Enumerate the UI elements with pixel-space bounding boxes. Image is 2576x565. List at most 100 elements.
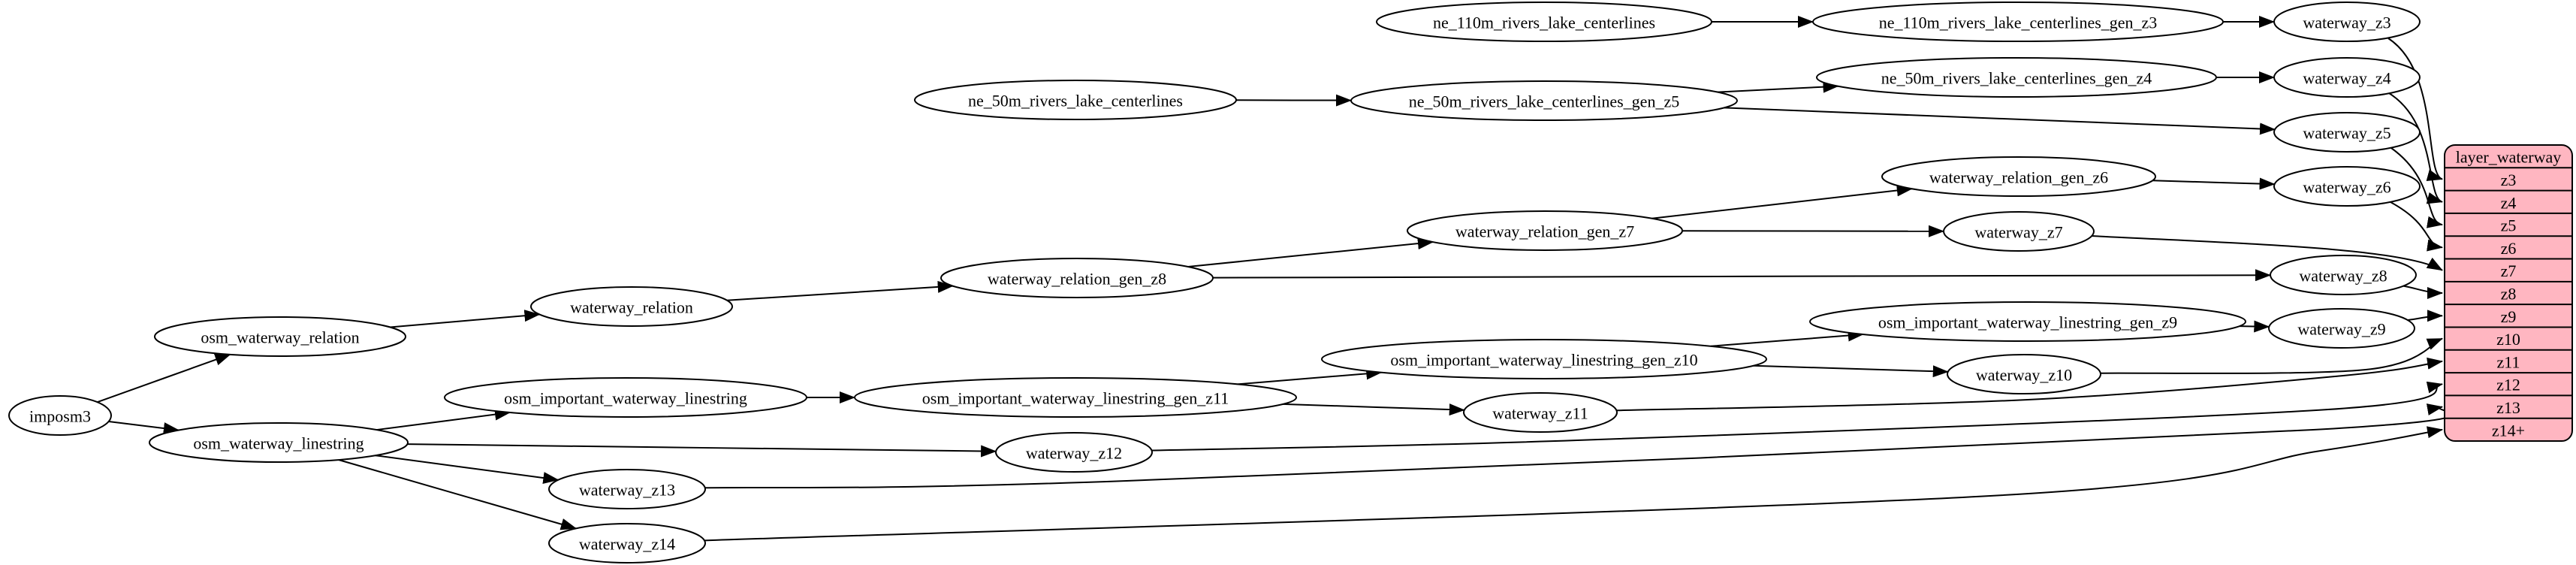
edge-waterway_relation_gen_z7-to-waterway_relation_gen_z6 [1651, 184, 1913, 219]
node-ellipse-osm_important_waterway_linestring [444, 377, 807, 418]
node-ellipse-waterway_z5 [2273, 112, 2421, 153]
node-osm_important_waterway_linestring: osm_important_waterway_linestring [444, 377, 807, 418]
node-ellipse-imposm3 [8, 395, 112, 436]
node-label-osm_important_waterway_linestring_gen_z10: osm_important_waterway_linestring_gen_z1… [1390, 351, 1697, 370]
node-label-osm_important_waterway_linestring_gen_z11: osm_important_waterway_linestring_gen_z1… [922, 389, 1229, 408]
node-ellipse-waterway_z7 [1943, 211, 2095, 252]
node-label-waterway_relation_gen_z7: waterway_relation_gen_z7 [1455, 222, 1634, 241]
edge-waterway_relation_gen_z8-to-waterway_relation_gen_z7 [1187, 237, 1434, 267]
edge-osm_important_waterway_linestring_gen_z10-to-waterway_z10 [1753, 364, 1949, 378]
table-row-z10: z10 [2496, 330, 2520, 349]
node-label-waterway_relation: waterway_relation [570, 298, 693, 317]
edge-waterway_z5-to-layer_waterway-z5 [2390, 147, 2443, 228]
edge-osm_waterway_relation-to-waterway_relation [390, 310, 541, 328]
node-osm_waterway_relation: osm_waterway_relation [154, 316, 406, 357]
table-row-z11: z11 [2497, 352, 2520, 371]
node-ellipse-waterway_z13 [548, 469, 706, 509]
table-row-z8: z8 [2501, 285, 2517, 304]
node-ellipse-waterway_z14 [548, 523, 706, 563]
edge-waterway_z3-to-layer_waterway-z3 [2387, 38, 2443, 181]
table-row-z6: z6 [2501, 239, 2517, 258]
node-label-osm_important_waterway_linestring: osm_important_waterway_linestring [504, 389, 747, 408]
node-label-waterway_z12: waterway_z12 [1026, 444, 1122, 463]
node-waterway_z7: waterway_z7 [1943, 211, 2095, 252]
table-row-z3: z3 [2501, 171, 2517, 189]
node-waterway_z9: waterway_z9 [2268, 308, 2415, 349]
node-label-ne_50m_rivers_lake_centerlines_gen_z4: ne_50m_rivers_lake_centerlines_gen_z4 [1881, 69, 2152, 88]
node-ellipse-waterway_z9 [2268, 308, 2415, 349]
node-ellipse-osm_waterway_linestring [149, 422, 409, 463]
table-layer_waterway: layer_waterwayz3z4z5z6z7z8z9z10z11z12z13… [2444, 144, 2573, 442]
node-waterway_z6: waterway_z6 [2273, 166, 2421, 207]
node-waterway_relation: waterway_relation [530, 286, 733, 327]
edge-waterway_z14-to-layer_waterway-z14+ [704, 426, 2443, 542]
node-label-waterway_z4: waterway_z4 [2303, 69, 2390, 88]
node-ellipse-ne_50m_rivers_lake_centerlines_gen_z4 [1816, 57, 2217, 98]
node-ellipse-ne_50m_rivers_lake_centerlines [914, 80, 1237, 120]
node-ellipse-waterway_relation_gen_z6 [1881, 156, 2156, 197]
node-ellipse-waterway_relation [530, 286, 733, 327]
edge-imposm3-to-osm_waterway_linestring [108, 421, 179, 435]
node-label-waterway_z5: waterway_z5 [2303, 124, 2390, 143]
table-row-z9: z9 [2501, 307, 2517, 326]
edge-ne_50m_rivers_lake_centerlines_gen_z5-to-ne_50m_rivers_lake_centerlines_gen_z4 [1717, 80, 1839, 93]
node-label-waterway_z6: waterway_z6 [2303, 178, 2390, 197]
table-row-z5: z5 [2501, 216, 2517, 235]
node-waterway_z12: waterway_z12 [995, 432, 1153, 473]
node-waterway_z4: waterway_z4 [2273, 57, 2421, 98]
node-ellipse-waterway_z4 [2273, 57, 2421, 98]
node-ellipse-osm_important_waterway_linestring_gen_z9 [1809, 301, 2246, 342]
node-label-waterway_z8: waterway_z8 [2299, 267, 2387, 286]
node-label-waterway_z10: waterway_z10 [1976, 366, 2072, 385]
edge-osm_waterway_linestring-to-osm_important_waterway_linestring [376, 408, 511, 431]
table-row-z12: z12 [2496, 376, 2520, 394]
node-label-ne_50m_rivers_lake_centerlines: ne_50m_rivers_lake_centerlines [968, 92, 1183, 110]
node-waterway_z11: waterway_z11 [1463, 392, 1618, 433]
node-waterway_z13: waterway_z13 [548, 469, 706, 509]
node-waterway_z8: waterway_z8 [2270, 255, 2417, 295]
table-row-z14+: z14+ [2492, 421, 2525, 440]
node-ellipse-waterway_z11 [1463, 392, 1618, 433]
edge-osm_important_waterway_linestring_gen_z11-to-osm_important_waterway_linestring_gen_z10 [1237, 367, 1383, 385]
node-ne_110m_rivers_lake_centerlines: ne_110m_rivers_lake_centerlines [1376, 2, 1712, 42]
node-waterway_z10: waterway_z10 [1947, 354, 2101, 394]
node-waterway_relation_gen_z8: waterway_relation_gen_z8 [940, 258, 1214, 298]
node-osm_waterway_linestring: osm_waterway_linestring [149, 422, 409, 463]
node-ellipse-waterway_z3 [2273, 2, 2421, 42]
edge-waterway_z13-to-layer_waterway-z13 [704, 403, 2453, 489]
node-label-waterway_z11: waterway_z11 [1492, 404, 1588, 423]
node-ellipse-osm_important_waterway_linestring_gen_z10 [1321, 339, 1767, 379]
table-row-z4: z4 [2501, 193, 2517, 212]
edge-waterway_relation_gen_z8-to-waterway_z8 [1212, 269, 2271, 282]
edge-waterway_relation_gen_z6-to-waterway_z6 [2152, 177, 2276, 190]
node-ne_50m_rivers_lake_centerlines: ne_50m_rivers_lake_centerlines [914, 80, 1237, 120]
node-label-osm_waterway_relation: osm_waterway_relation [201, 328, 359, 347]
table-title: layer_waterway [2456, 148, 2561, 167]
node-label-osm_waterway_linestring: osm_waterway_linestring [193, 434, 363, 453]
node-ellipse-ne_50m_rivers_lake_centerlines_gen_z5 [1350, 80, 1738, 121]
node-label-waterway_z13: waterway_z13 [579, 481, 675, 500]
edge-osm_waterway_linestring-to-waterway_z14 [338, 459, 577, 530]
node-label-ne_110m_rivers_lake_centerlines_gen_z3: ne_110m_rivers_lake_centerlines_gen_z3 [1879, 14, 2158, 32]
edge-waterway_z11-to-layer_waterway-z11 [1616, 357, 2443, 412]
node-label-osm_important_waterway_linestring_gen_z9: osm_important_waterway_linestring_gen_z9 [1878, 313, 2177, 332]
edge-waterway_z4-to-layer_waterway-z4 [2388, 92, 2443, 204]
node-imposm3: imposm3 [8, 395, 112, 436]
node-ellipse-ne_110m_rivers_lake_centerlines [1376, 2, 1712, 42]
node-osm_important_waterway_linestring_gen_z11: osm_important_waterway_linestring_gen_z1… [854, 377, 1297, 418]
node-label-ne_110m_rivers_lake_centerlines: ne_110m_rivers_lake_centerlines [1433, 14, 1655, 32]
node-osm_important_waterway_linestring_gen_z9: osm_important_waterway_linestring_gen_z9 [1809, 301, 2246, 342]
edge-imposm3-to-osm_waterway_relation [97, 353, 231, 403]
node-label-waterway_z14: waterway_z14 [579, 535, 675, 554]
node-label-waterway_z3: waterway_z3 [2303, 14, 2390, 32]
node-ellipse-waterway_relation_gen_z7 [1407, 210, 1683, 251]
edge-waterway_z12-to-layer_waterway-z12 [1151, 381, 2443, 452]
edge-osm_important_waterway_linestring_gen_z11-to-waterway_z11 [1283, 403, 1465, 416]
edge-osm_waterway_linestring-to-waterway_z12 [407, 443, 997, 458]
node-label-imposm3: imposm3 [29, 407, 91, 426]
edge-waterway_relation-to-waterway_relation_gen_z8 [727, 280, 954, 301]
node-ellipse-osm_waterway_relation [154, 316, 406, 357]
edge-osm_waterway_linestring-to-waterway_z13 [375, 455, 560, 484]
